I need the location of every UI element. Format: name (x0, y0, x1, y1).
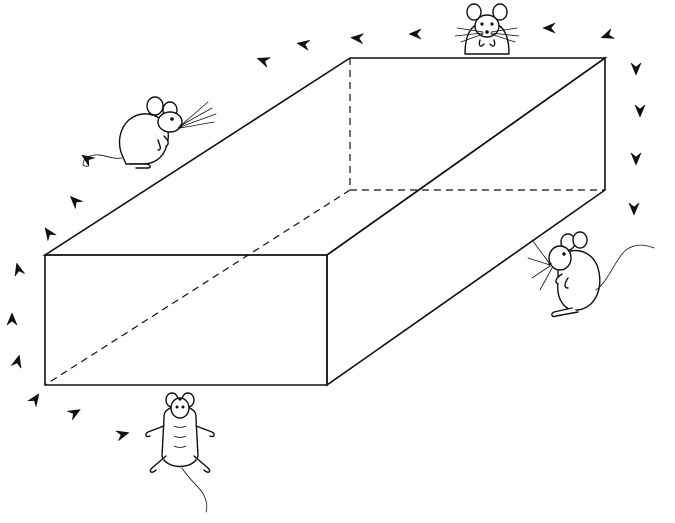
trail-arrowhead (11, 354, 22, 369)
footprint-trail (6, 22, 646, 441)
trail-arrowhead (634, 104, 646, 118)
mouse-top-edge (454, 3, 520, 55)
trail-arrowhead (70, 196, 83, 209)
rectangular-box (42, 56, 608, 387)
right-face (326, 56, 606, 387)
trail-arrowhead (542, 22, 556, 34)
front-face (44, 254, 328, 386)
trail-arrowhead (408, 28, 422, 40)
mouse-bottom-edge (145, 392, 215, 513)
trail-arrowhead (27, 393, 40, 407)
trail-arrowhead (630, 152, 642, 166)
trail-arrowhead (67, 409, 81, 421)
trail-arrowhead (115, 430, 130, 441)
hidden-edge-back-diagonal (44, 189, 351, 386)
trail-arrowhead (14, 262, 25, 277)
trail-arrowhead (296, 39, 311, 51)
trail-arrowhead (81, 154, 95, 167)
trail-arrowhead (628, 202, 640, 216)
mouse-top-left-edge (82, 96, 217, 169)
mouse-right-edge (527, 231, 655, 318)
trail-arrowhead (350, 33, 364, 44)
trail-arrowhead (601, 28, 615, 39)
trail-arrowhead (44, 227, 57, 241)
trail-arrowhead (6, 312, 18, 326)
trail-arrowhead (257, 57, 271, 68)
trail-arrowhead (630, 62, 642, 76)
